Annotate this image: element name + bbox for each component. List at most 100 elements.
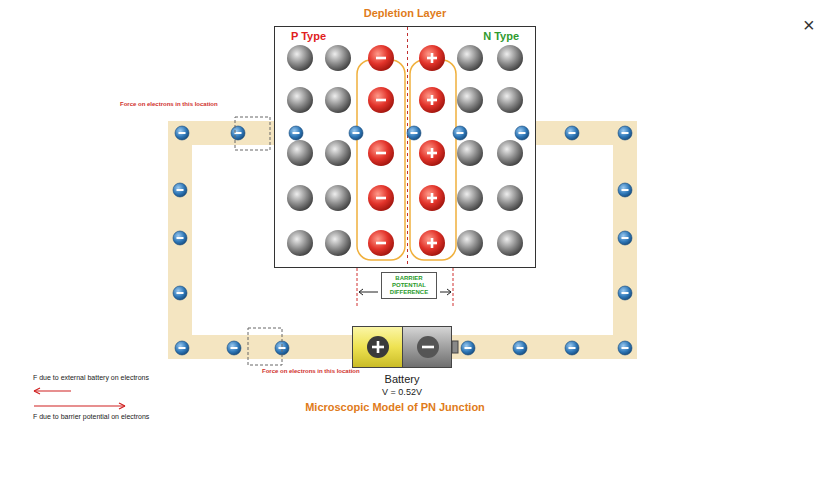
charge-sign [376, 242, 386, 245]
electron [453, 126, 467, 140]
charge-sign [376, 57, 386, 60]
charge-sign [177, 292, 184, 294]
atom [457, 185, 483, 211]
donor-ion [419, 185, 445, 211]
charge-sign [353, 132, 360, 134]
donor-ion [419, 140, 445, 166]
dimension-arrow [359, 289, 378, 295]
electron [618, 341, 632, 355]
diagram-caption: Microscopic Model of PN Junction [230, 401, 560, 413]
region-label: P Type [291, 30, 326, 42]
electron [173, 286, 187, 300]
atom-grid [287, 45, 523, 256]
atom [287, 45, 313, 71]
atom [287, 140, 313, 166]
electron [275, 341, 289, 355]
charge-sign [517, 347, 524, 349]
charge-sign [179, 132, 186, 134]
charge-sign [377, 341, 380, 353]
charge-sign [622, 132, 629, 134]
arrow-head [34, 388, 40, 394]
focus-box [235, 117, 270, 150]
region-label: N Type [483, 30, 519, 42]
electron [618, 286, 632, 300]
legend-text: F due to external battery on electrons [33, 374, 149, 381]
atom [497, 185, 523, 211]
electron [618, 126, 632, 140]
barrier-marker [453, 268, 454, 306]
electron [175, 126, 189, 140]
charge-sign [622, 347, 629, 349]
charge-sign [465, 347, 472, 349]
charge-sign [179, 347, 186, 349]
battery-half [353, 327, 403, 368]
atom [497, 140, 523, 166]
charge-sign [431, 95, 434, 105]
atom [325, 45, 351, 71]
atom [287, 87, 313, 113]
atom [287, 230, 313, 256]
depletion-outline [410, 60, 456, 260]
electron-set [173, 126, 632, 355]
acceptor-ion [368, 45, 394, 71]
electron [565, 126, 579, 140]
close-button: × [803, 14, 815, 37]
barrier-marker [357, 268, 358, 306]
atom [287, 185, 313, 211]
charge-sign [177, 189, 184, 191]
callout-note: Force on electrons in this location [120, 101, 218, 107]
charge-sign [376, 152, 386, 155]
atom [457, 140, 483, 166]
battery-half [403, 327, 452, 368]
electron [175, 341, 189, 355]
depletion-outline [357, 60, 405, 260]
focus-box [248, 328, 282, 365]
charge-sign [293, 132, 300, 134]
charge-sign [457, 132, 464, 134]
positive-terminal [367, 336, 389, 358]
wire-band [452, 133, 625, 347]
atom [457, 45, 483, 71]
charge-sign [569, 347, 576, 349]
charge-sign [622, 292, 629, 294]
charge-sign [431, 148, 434, 158]
charge-sign [519, 132, 526, 134]
atom [497, 87, 523, 113]
atom [325, 87, 351, 113]
charge-sign [231, 347, 238, 349]
force-arrow-sample [33, 401, 127, 411]
charge-sign [422, 346, 434, 349]
junction-line [407, 27, 408, 267]
charge-sign [569, 132, 576, 134]
charge-sign [431, 53, 434, 63]
acceptor-ion [368, 87, 394, 113]
arrow-shaft [34, 405, 125, 406]
atom [457, 87, 483, 113]
charge-sign [622, 237, 629, 239]
atom [325, 185, 351, 211]
electron [231, 126, 245, 140]
electron [461, 341, 475, 355]
charge-sign [411, 132, 418, 134]
donor-ion [419, 87, 445, 113]
charge-sign [279, 347, 286, 349]
electron [618, 231, 632, 245]
electron [618, 183, 632, 197]
region-heading: Depletion Layer [275, 7, 535, 19]
charge-sign [622, 189, 629, 191]
arrow-shaft [34, 390, 71, 391]
component-label: Battery [332, 373, 472, 385]
electron [513, 341, 527, 355]
charge-sign [376, 99, 386, 102]
acceptor-ion [368, 230, 394, 256]
battery-symbol: BatteryV = 0.52V [352, 326, 452, 368]
box-label: BARRIER POTENTIAL DIFFERENCE [384, 275, 434, 296]
electron [407, 126, 421, 140]
electron [289, 126, 303, 140]
legend-text: F due to barrier potential on electrons [33, 413, 149, 420]
callout-note: Force on electrons in this location [262, 368, 360, 374]
junction-box: Depletion LayerP TypeN Type [274, 26, 536, 268]
electron [227, 341, 241, 355]
battery-graphic [352, 326, 460, 368]
acceptor-ion [368, 140, 394, 166]
